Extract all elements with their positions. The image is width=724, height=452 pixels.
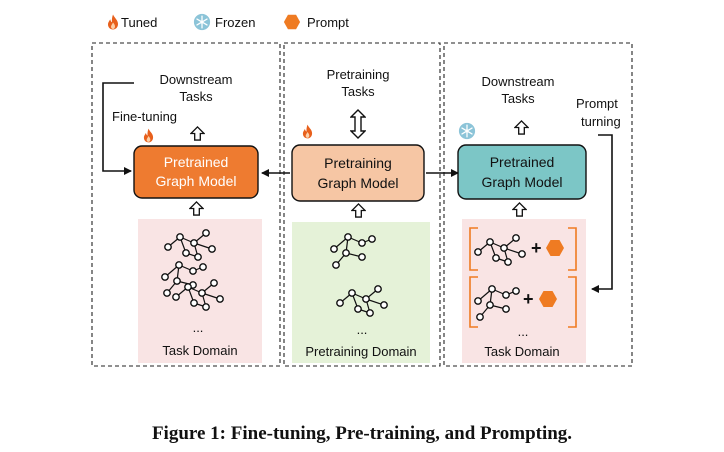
- frozen-pretrained-graph-model-box: [457, 144, 587, 200]
- up-arrow-icon: [351, 203, 366, 218]
- middle-model-line1: Pretraining: [324, 155, 392, 171]
- prompt-turning-label-1: Prompt: [576, 96, 618, 111]
- prompt-turning-label-2: turning: [581, 114, 621, 129]
- right-model-line2: Graph Model: [482, 174, 563, 190]
- task-domain-bg: [462, 219, 586, 363]
- legend: Tuned Frozen Prompt: [108, 13, 349, 31]
- flame-icon: [143, 128, 154, 143]
- middle-panel-content: Pretraining Tasks Pretraining Graph Mode…: [291, 67, 430, 363]
- pretrained-graph-model-box: [133, 145, 259, 199]
- up-arrow-icon: [189, 201, 204, 216]
- left-downstream-label: Downstream: [160, 72, 233, 87]
- legend-prompt-label: Prompt: [307, 15, 349, 30]
- flame-icon: [108, 14, 118, 30]
- hexagon-icon: [283, 14, 301, 30]
- prompted-graph-2: +: [469, 276, 577, 328]
- left-tasks-label: Tasks: [179, 89, 213, 104]
- left-panel-content: Downstream Tasks Fine-tuning Pretrained …: [102, 72, 262, 363]
- right-domain-label: Task Domain: [484, 344, 559, 359]
- snowflake-icon: [458, 122, 476, 140]
- figure-caption: Figure 1: Fine-tuning, Pre-training, and…: [152, 423, 572, 444]
- prompt-tuning-loop-arrow: [591, 134, 613, 293]
- pretraining-panel: [283, 42, 441, 367]
- right-ellipsis: ...: [518, 324, 529, 339]
- legend-tuned-label: Tuned: [121, 15, 157, 30]
- up-arrow-icon: [512, 202, 527, 217]
- prompted-graph-1: +: [469, 227, 577, 271]
- right-panel-content: Downstream Tasks Prompt turning Pretrain…: [457, 74, 621, 363]
- plus-icon: +: [523, 289, 534, 309]
- right-model-line1: Pretrained: [490, 154, 555, 170]
- left-model-line1: Pretrained: [164, 154, 229, 170]
- right-tasks-label: Tasks: [501, 91, 535, 106]
- left-ellipsis: ...: [193, 320, 204, 335]
- up-arrow-icon: [190, 126, 205, 141]
- fine-tuning-panel: [91, 42, 281, 367]
- middle-pretraining-label: Pretraining: [327, 67, 390, 82]
- left-model-line2: Graph Model: [156, 173, 237, 189]
- fine-tuning-loop-arrow: [102, 82, 134, 175]
- legend-frozen-label: Frozen: [215, 15, 255, 30]
- snowflake-icon: [193, 13, 211, 31]
- double-arrow-icon: [350, 109, 366, 139]
- middle-tasks-label: Tasks: [341, 84, 375, 99]
- flame-icon: [302, 124, 313, 139]
- fine-tuning-label: Fine-tuning: [112, 109, 177, 124]
- plus-icon: +: [531, 238, 542, 258]
- middle-domain-label: Pretraining Domain: [305, 344, 416, 359]
- left-domain-label: Task Domain: [162, 343, 237, 358]
- right-downstream-label: Downstream: [482, 74, 555, 89]
- middle-ellipsis: ...: [357, 322, 368, 337]
- prompting-panel: [443, 42, 633, 367]
- up-arrow-icon: [514, 120, 529, 135]
- middle-model-line2: Graph Model: [318, 175, 399, 191]
- pretraining-graph-model-box: [291, 144, 425, 202]
